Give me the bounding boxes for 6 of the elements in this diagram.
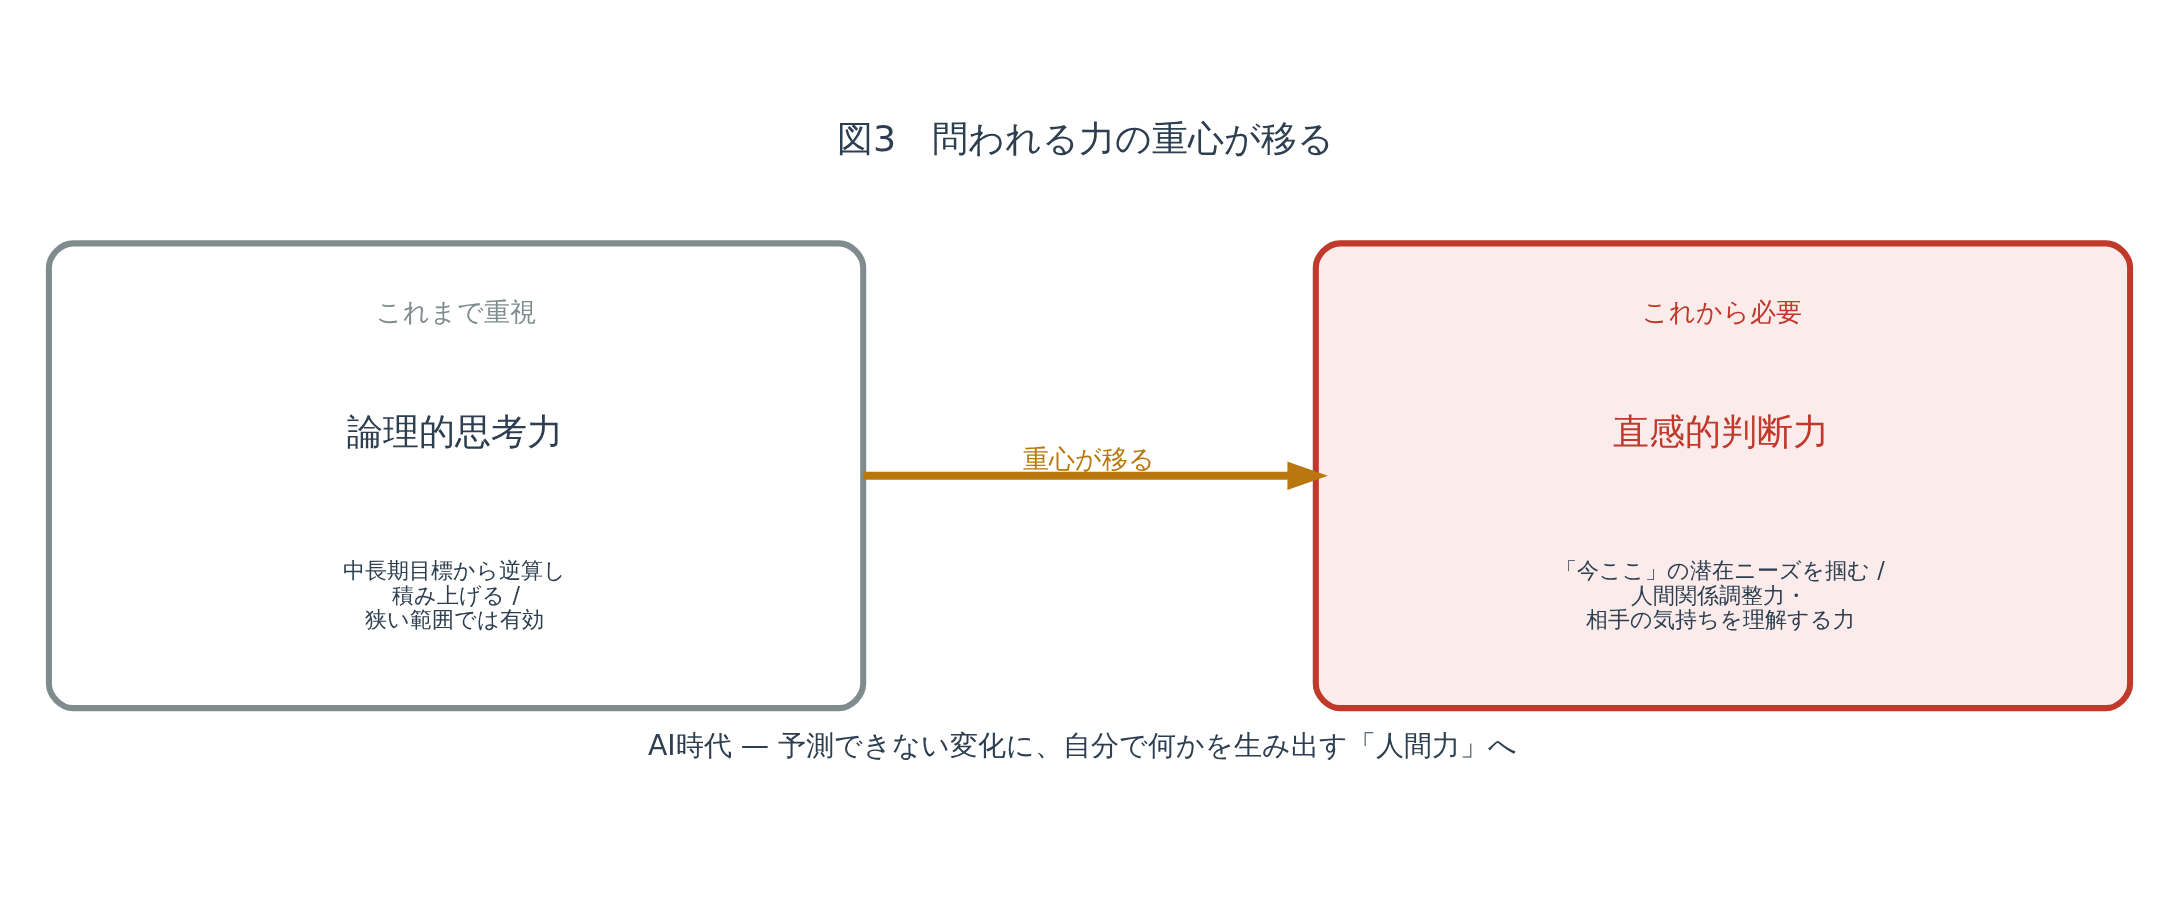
caption: AI時代 — 予測できない変化に、自分で何かを生み出す「人間力」へ	[648, 728, 1517, 762]
diagram-title: 図3 問われる力の重心が移る	[836, 116, 1335, 160]
node-box: これから必要 直感的判断力 「今ここ」の潜在ニーズを掴む /人間関係調整力・相手の気持ちを理解する力	[1312, 239, 2134, 711]
arrow	[863, 461, 1328, 490]
edge-label: 重心が移る	[1022, 443, 1155, 474]
node-box: これまで重視 論理的思考力 中長期目標から逆算し積み上げる /狭い範囲では有効	[45, 239, 867, 711]
